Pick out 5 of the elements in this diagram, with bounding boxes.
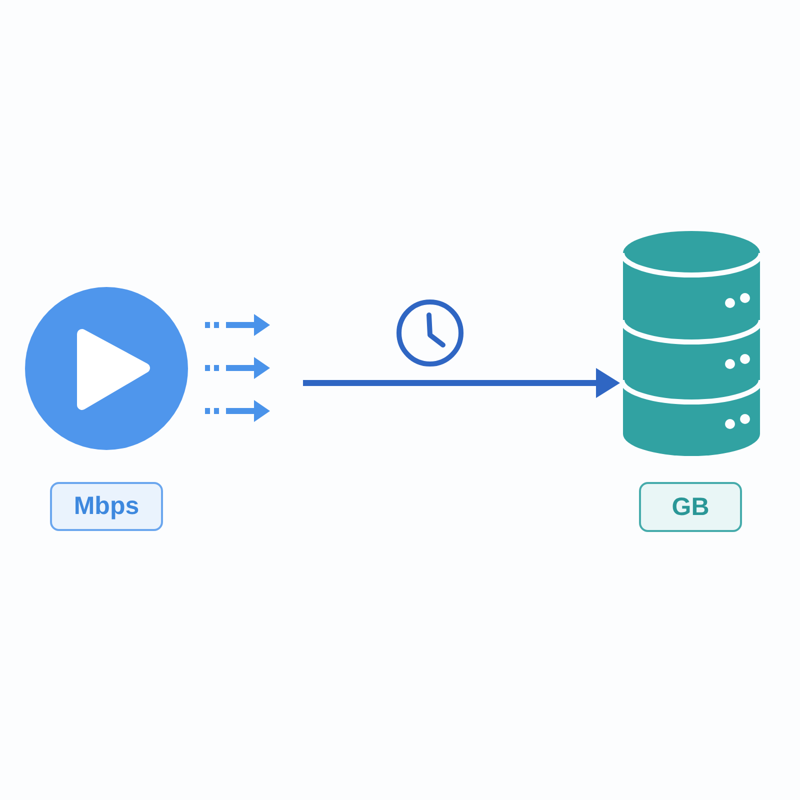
play-icon [25, 287, 188, 450]
database-icon [622, 231, 761, 456]
arrow [303, 368, 620, 398]
unit-tag: Mbps [50, 482, 163, 531]
unit-tag: GB [639, 482, 742, 532]
